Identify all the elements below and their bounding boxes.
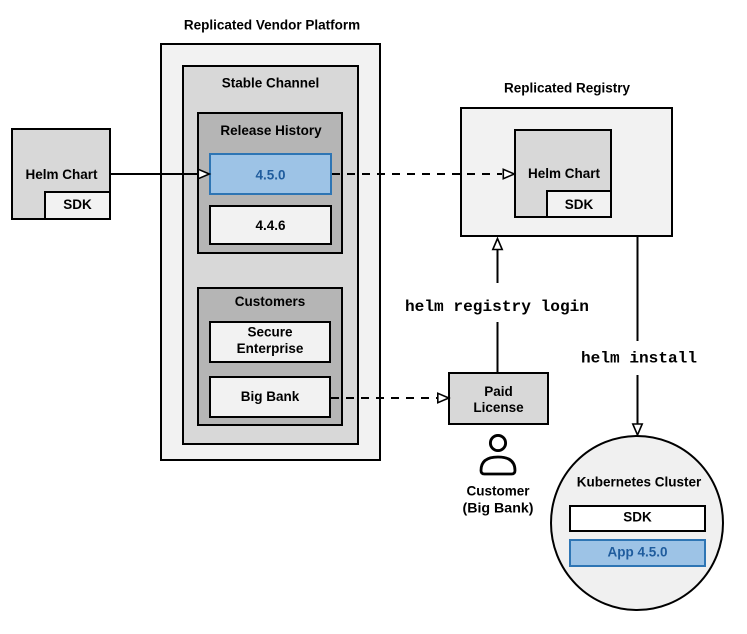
svg-text:SDK: SDK (623, 510, 652, 525)
svg-text:SDK: SDK (565, 197, 594, 212)
svg-text:Replicated Vendor Platform: Replicated Vendor Platform (184, 18, 360, 33)
svg-text:SDK: SDK (63, 197, 92, 212)
svg-text:4.5.0: 4.5.0 (255, 168, 285, 183)
svg-text:Kubernetes Cluster: Kubernetes Cluster (577, 475, 702, 490)
svg-text:helm install: helm install (581, 350, 697, 368)
svg-text:Customer: Customer (466, 484, 530, 499)
svg-text:Release History: Release History (220, 123, 322, 138)
svg-text:4.4.6: 4.4.6 (255, 218, 286, 233)
svg-text:License: License (473, 400, 524, 415)
svg-text:Replicated Registry: Replicated Registry (504, 81, 631, 96)
svg-text:Secure: Secure (247, 325, 293, 340)
svg-text:Helm Chart: Helm Chart (25, 167, 98, 182)
svg-text:App 4.5.0: App 4.5.0 (607, 545, 667, 560)
svg-text:helm registry login: helm registry login (405, 298, 589, 316)
svg-text:Stable Channel: Stable Channel (222, 76, 320, 91)
svg-text:Helm Chart: Helm Chart (528, 166, 601, 181)
svg-text:Enterprise: Enterprise (237, 341, 304, 356)
svg-text:(Big Bank): (Big Bank) (463, 501, 534, 516)
svg-text:Customers: Customers (235, 294, 306, 309)
svg-text:Big Bank: Big Bank (241, 389, 300, 404)
svg-text:Paid: Paid (484, 384, 513, 399)
